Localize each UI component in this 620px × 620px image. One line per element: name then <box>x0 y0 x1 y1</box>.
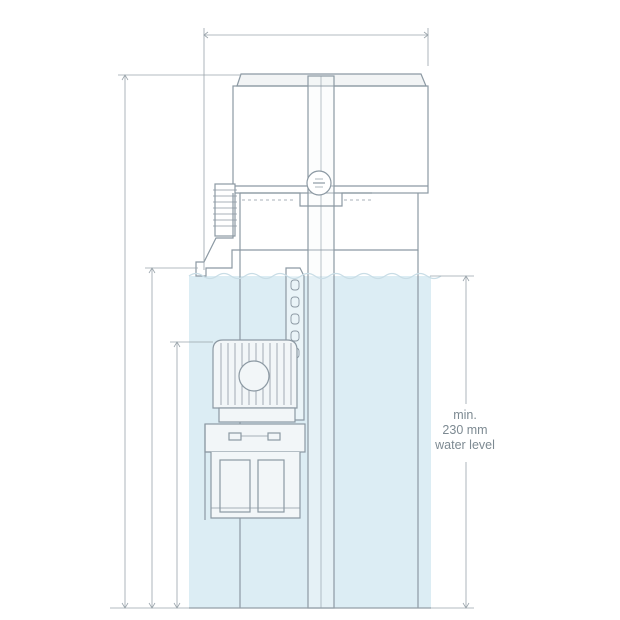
annotation-line-2: 230 mm <box>442 423 488 437</box>
water-surface-line <box>188 272 442 280</box>
annotation-line-3: water level <box>435 438 495 452</box>
pump <box>204 339 306 520</box>
annotation-line-1: min. <box>453 408 477 422</box>
dimension-lines <box>110 28 474 609</box>
min-water-level-label: min. 230 mm water level <box>424 408 506 453</box>
